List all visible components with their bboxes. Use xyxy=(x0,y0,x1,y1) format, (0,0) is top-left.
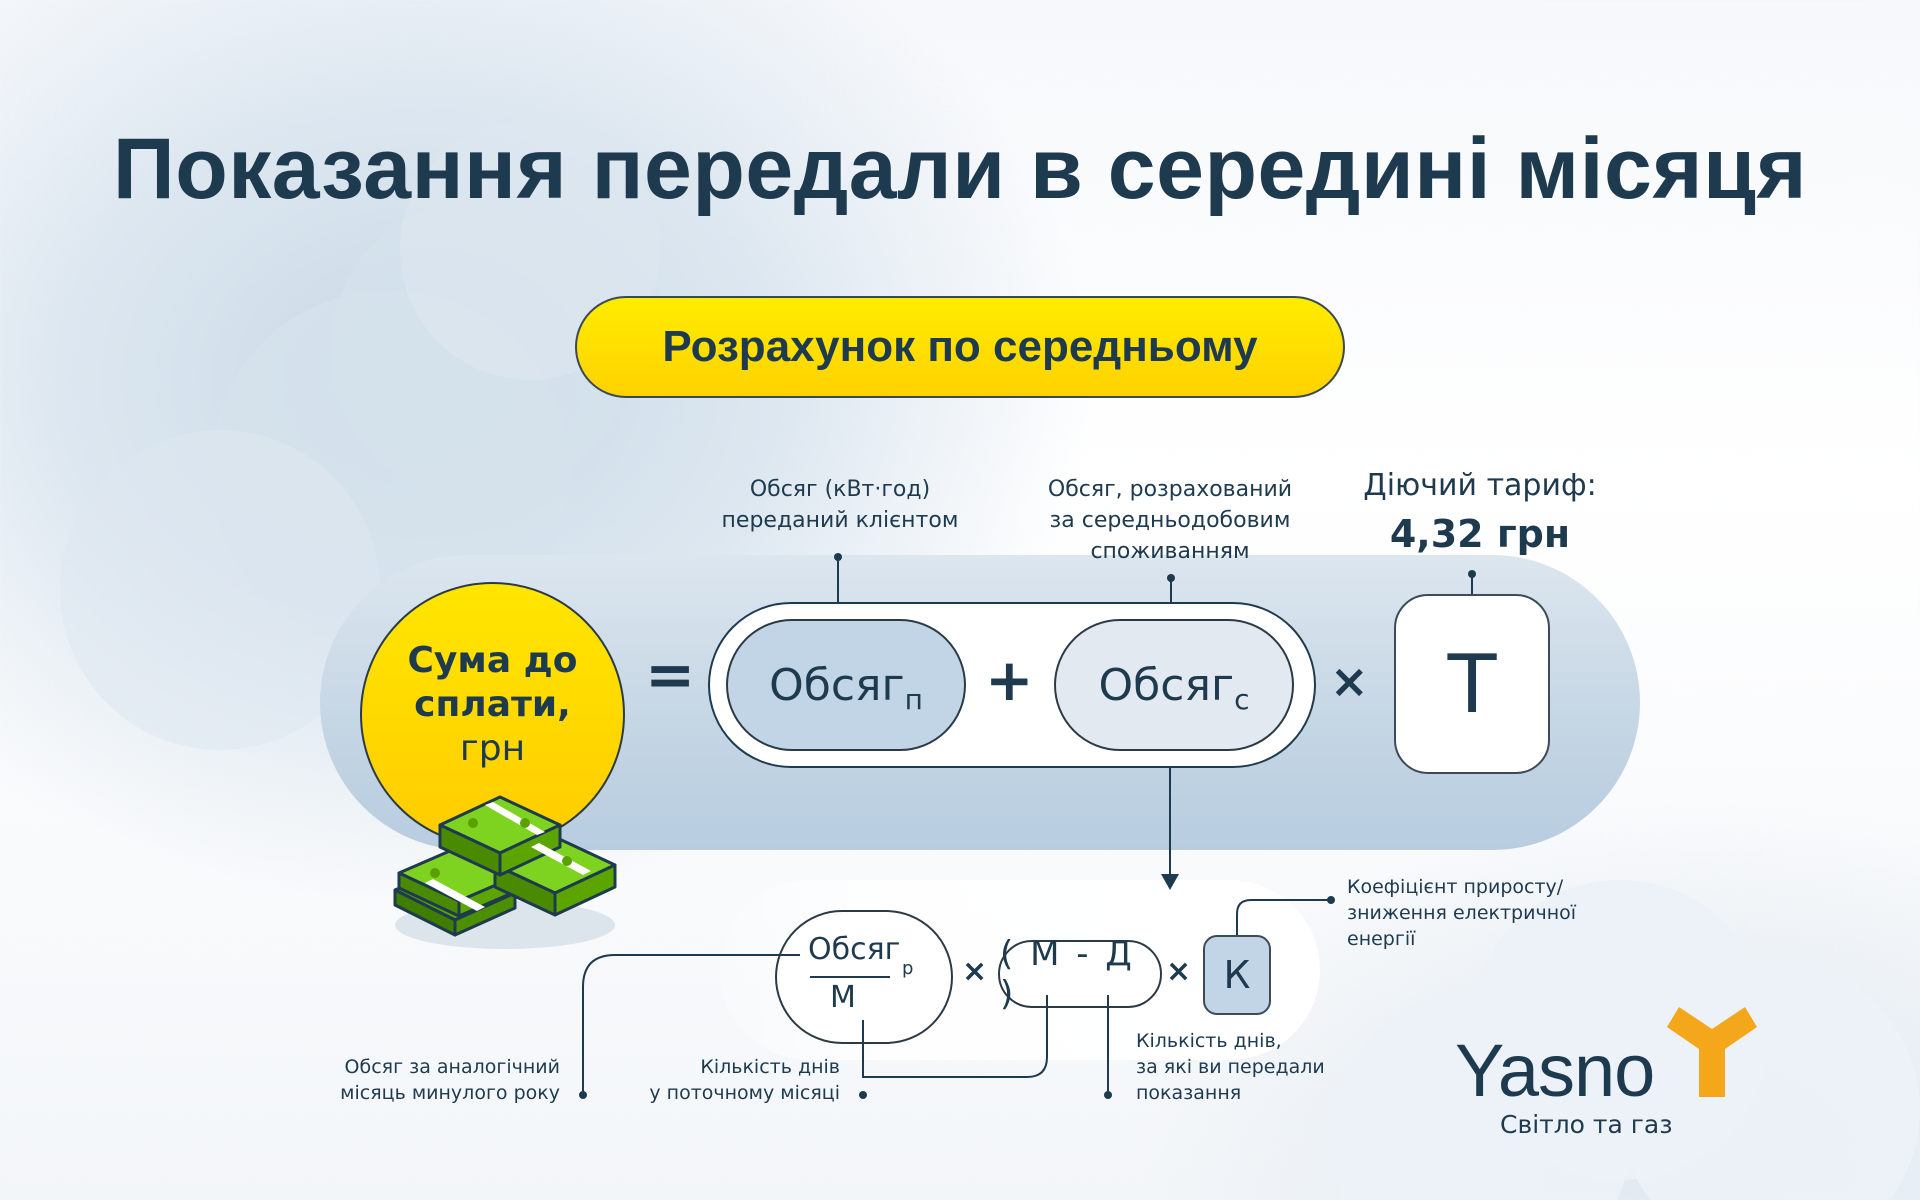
note-line: Кількість днів xyxy=(700,1056,840,1078)
note-line: зниження електричної xyxy=(1347,902,1577,924)
term-subscript: п xyxy=(904,682,923,716)
term2-annotation: Обсяг, розрахований за середньодобовим с… xyxy=(1015,474,1325,567)
prev-year-note: Обсяг за аналогічний місяць минулого рок… xyxy=(300,1054,560,1106)
note-line: Обсяг за аналогічний xyxy=(344,1056,560,1078)
amount-due-label: Сума до xyxy=(407,639,578,681)
money-stack-icon xyxy=(393,795,617,949)
calculation-method-label: Розрахунок по середньому xyxy=(662,322,1258,371)
note-line: Коефіцієнт приросту/ xyxy=(1347,876,1564,898)
term-subscript: с xyxy=(1234,682,1250,716)
calculation-method-badge: Розрахунок по середньому xyxy=(575,296,1345,398)
term1-annotation: Обсяг (кВт·год) переданий клієнтом xyxy=(690,474,990,536)
amount-due-unit: грн xyxy=(459,727,526,769)
annotation-line: за середньодобовим xyxy=(1049,508,1291,533)
coefficient-box: К xyxy=(1203,935,1271,1015)
amount-due-label: сплати, xyxy=(414,683,571,725)
annotation-line: Обсяг (кВт·год) xyxy=(749,477,931,502)
logo-cloud xyxy=(1620,960,1920,1200)
multiply-sign: × xyxy=(1166,954,1192,989)
days-in-month-note: Кількість днів у поточному місяці xyxy=(600,1054,840,1106)
plus-sign: + xyxy=(985,646,1034,714)
fraction-bar xyxy=(810,976,890,978)
note-line: у поточному місяці xyxy=(649,1082,840,1104)
arrow-down-icon xyxy=(1161,874,1179,890)
annotation-line: переданий клієнтом xyxy=(721,508,959,533)
tariff-value: 4,32 грн xyxy=(1389,512,1571,556)
yasno-y-logo-icon xyxy=(1667,1007,1757,1097)
note-line: місяць минулого року xyxy=(340,1082,560,1104)
days-reported-note: Кількість днів, за які ви передали показ… xyxy=(1136,1028,1376,1106)
note-line: показання xyxy=(1136,1082,1242,1104)
arrow-line xyxy=(1169,768,1171,876)
multiply-sign: × xyxy=(962,954,988,989)
fraction-denominator: М xyxy=(830,980,856,1015)
note-line: за які ви передали xyxy=(1136,1056,1325,1078)
tariff-title: Діючий тариф: xyxy=(1363,468,1597,503)
annotation-line: споживанням xyxy=(1090,539,1250,564)
brand-name: Yasno xyxy=(1455,1029,1655,1112)
note-line: енергії xyxy=(1347,928,1416,950)
coefficient-note: Коефіцієнт приросту/ зниження електрично… xyxy=(1347,874,1627,952)
days-difference-term: ( М - Д ) xyxy=(998,934,1162,1014)
amount-due-circle: Сума до сплати, грн xyxy=(360,582,625,847)
term-base: Обсяг xyxy=(1098,659,1235,711)
tariff-symbol: Т xyxy=(1447,637,1497,731)
page-title: Показання передали в середині місяця xyxy=(112,121,1808,217)
coefficient-symbol: К xyxy=(1223,953,1251,997)
fraction-subscript: р xyxy=(902,958,914,979)
multiply-sign: × xyxy=(1330,654,1369,708)
term-base: Обсяг xyxy=(769,659,905,711)
fraction-numerator: Обсяг xyxy=(808,932,900,967)
days-difference-text: ( М - Д ) xyxy=(1000,934,1135,1014)
equals-sign: = xyxy=(645,640,696,710)
note-line: Кількість днів, xyxy=(1136,1030,1282,1052)
numerator-text: Обсяг xyxy=(808,932,901,967)
brand-tagline: Світло та газ xyxy=(1500,1110,1673,1139)
annotation-line: Обсяг, розрахований xyxy=(1047,477,1293,502)
tariff-symbol-box: Т xyxy=(1394,594,1550,774)
